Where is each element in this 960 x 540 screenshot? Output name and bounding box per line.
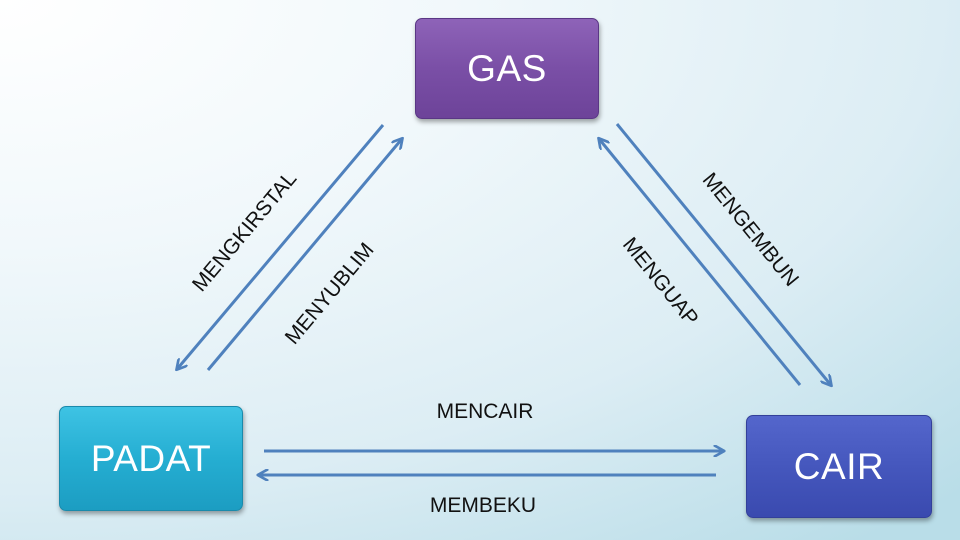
arrow-menyublim xyxy=(206,140,401,371)
state-node-cair: CAIR xyxy=(746,415,932,518)
state-node-gas: GAS xyxy=(415,18,599,119)
edge-label-mencair: MENCAIR xyxy=(436,400,534,423)
node-label: CAIR xyxy=(793,445,885,487)
edge-label-membeku: MEMBEKU xyxy=(429,494,537,517)
state-node-padat: PADAT xyxy=(59,406,243,511)
node-label: GAS xyxy=(467,47,547,89)
node-label: PADAT xyxy=(90,437,212,479)
arrow-mengembun xyxy=(615,123,830,384)
arrow-mengkirstal xyxy=(178,124,385,368)
arrow-menguap xyxy=(600,140,802,386)
